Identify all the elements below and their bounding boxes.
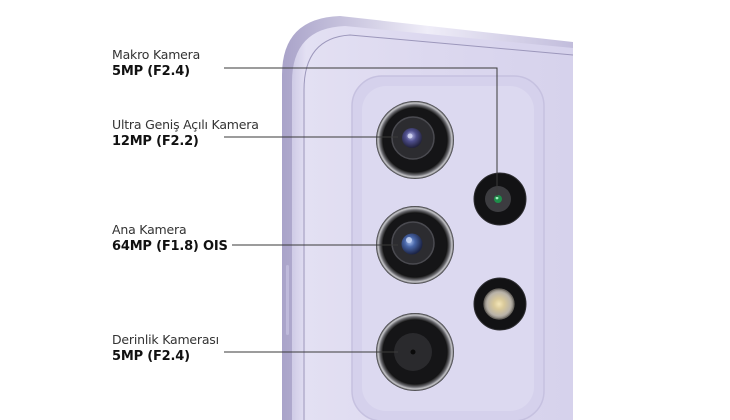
callout-spec: 64MP (F1.8) OIS: [112, 239, 228, 254]
callout-title: Ultra Geniş Açılı Kamera: [112, 117, 259, 132]
side-button: [286, 265, 289, 335]
callout-spec: 5MP (F2.4): [112, 64, 190, 79]
callout-main: Ana Kamera 64MP (F1.8) OIS: [112, 222, 228, 255]
depth-lens: [376, 313, 454, 391]
callout-title: Ana Kamera: [112, 222, 187, 237]
callout-macro: Makro Kamera 5MP (F2.4): [112, 47, 200, 80]
ultrawide-lens: [376, 101, 454, 179]
callout-ultrawide: Ultra Geniş Açılı Kamera 12MP (F2.2): [112, 117, 259, 150]
callout-spec: 12MP (F2.2): [112, 134, 199, 149]
flash-icon: [473, 277, 527, 331]
macro-lens: [473, 172, 527, 226]
main-lens: [376, 206, 454, 284]
callout-title: Derinlik Kamerası: [112, 332, 219, 347]
callout-lines: [224, 67, 498, 353]
callout-depth: Derinlik Kamerası 5MP (F2.4): [112, 332, 219, 365]
callout-title: Makro Kamera: [112, 47, 201, 62]
callout-spec: 5MP (F2.4): [112, 349, 190, 364]
